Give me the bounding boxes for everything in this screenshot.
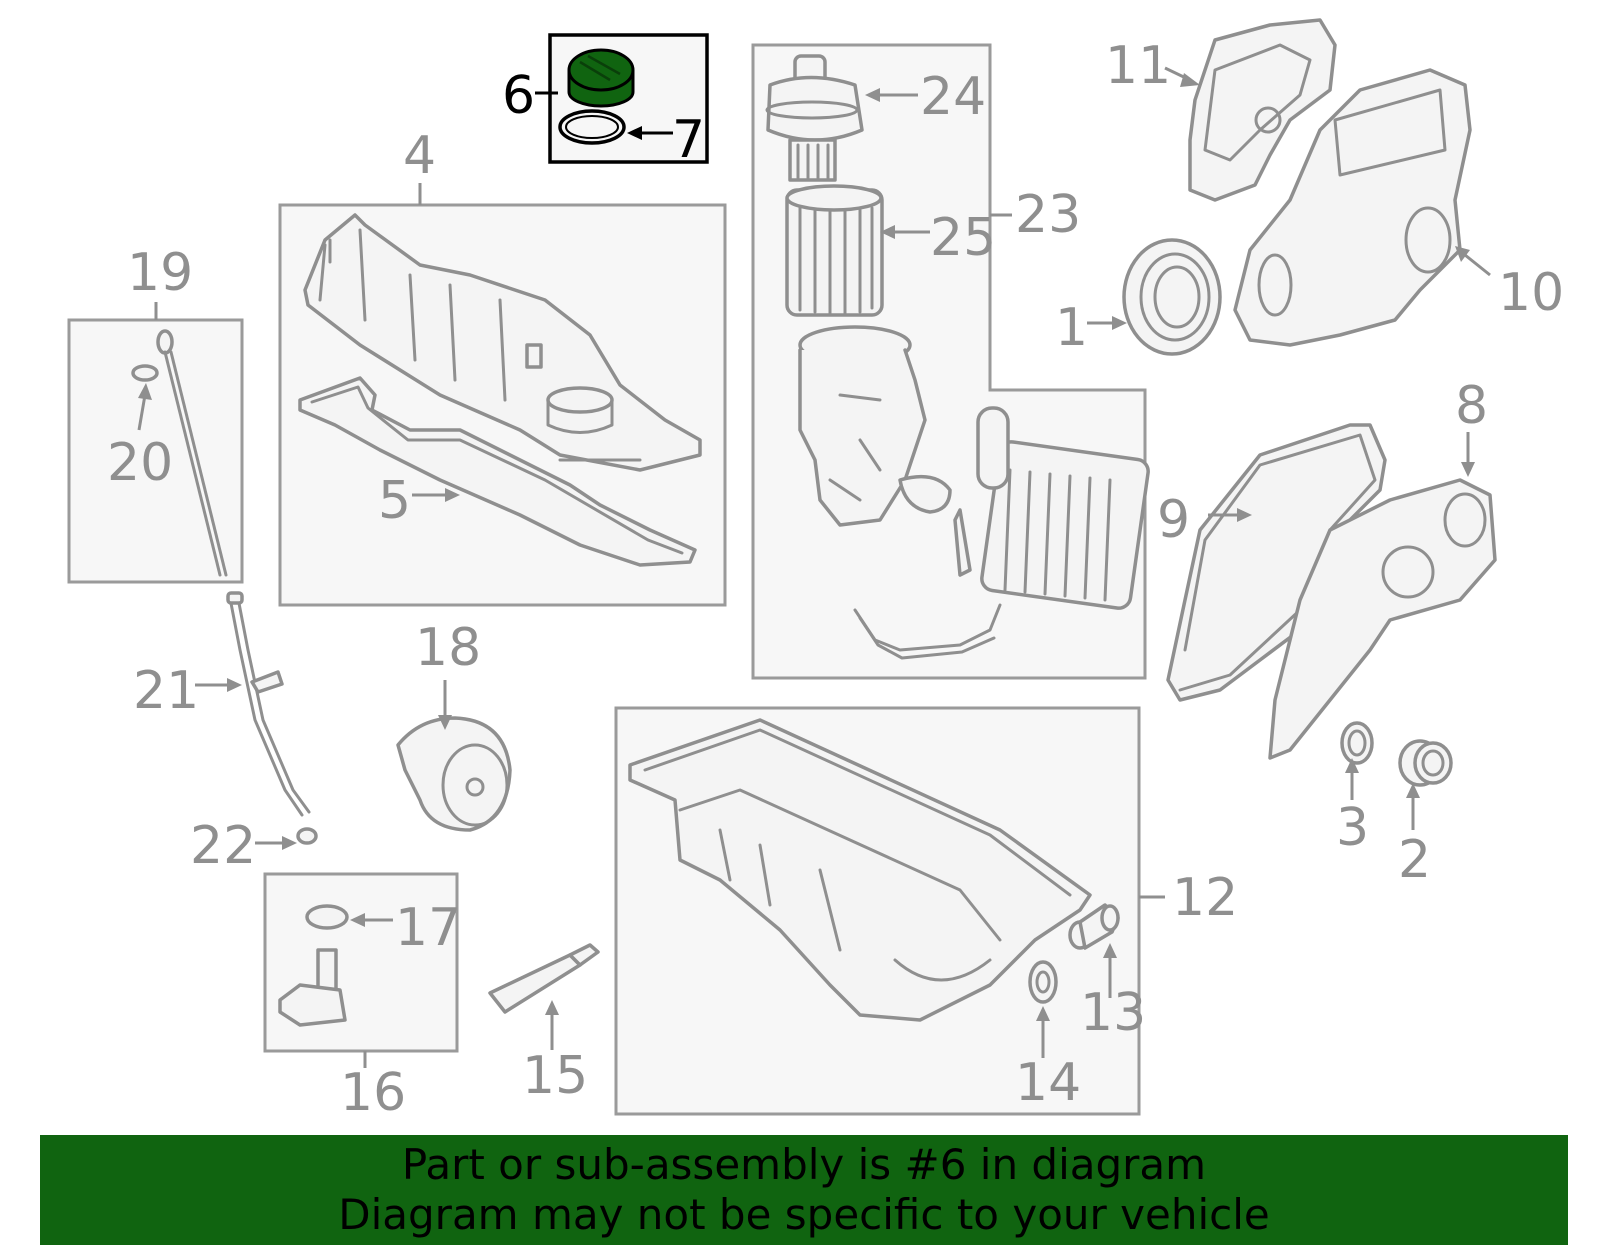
valve-cover-gasket-part[interactable] — [298, 376, 697, 567]
callout-12: 12 — [1172, 868, 1238, 928]
front-cover-part[interactable] — [1268, 478, 1497, 760]
callout-16: 16 — [340, 1063, 406, 1123]
callout-10: 10 — [1498, 263, 1564, 323]
oil-pan-part[interactable] — [628, 718, 1092, 1022]
callout-6: 6 — [502, 66, 535, 126]
valve-cover-part[interactable] — [303, 213, 702, 472]
banner-line-2: Diagram may not be specific to your vehi… — [338, 1190, 1270, 1239]
drain-washer-part[interactable] — [1028, 960, 1058, 1004]
callout-21: 21 — [133, 661, 199, 721]
oil-filter-housing-cap-part[interactable] — [765, 54, 864, 182]
callout-25: 25 — [930, 208, 996, 268]
cap-o-ring-part[interactable] — [558, 109, 626, 145]
callout-11: 11 — [1105, 36, 1171, 96]
callout-7: 7 — [672, 110, 705, 170]
oil-filter-housing-part[interactable] — [798, 325, 1150, 660]
callout-1: 1 — [1055, 298, 1088, 358]
sealant-tube-part[interactable] — [488, 943, 600, 1014]
oil-level-sensor-part[interactable] — [278, 948, 347, 1027]
info-banner: Part or sub-assembly is #6 in diagram Di… — [40, 1135, 1568, 1245]
banner-line-1: Part or sub-assembly is #6 in diagram — [401, 1140, 1207, 1189]
callout-24: 24 — [920, 67, 986, 127]
seal-ring-part[interactable] — [1340, 721, 1374, 765]
oil-filler-cap-part[interactable] — [567, 48, 635, 108]
callout-4: 4 — [403, 126, 436, 186]
callout-5: 5 — [378, 471, 411, 531]
callout-13: 13 — [1080, 983, 1146, 1043]
callout-22: 22 — [190, 816, 256, 876]
callout-18: 18 — [415, 618, 481, 678]
callout-17: 17 — [395, 898, 461, 958]
dipstick-o-ring-part[interactable] — [131, 364, 159, 382]
drain-plug-part[interactable] — [1068, 903, 1120, 950]
oil-dipstick-part[interactable] — [156, 329, 228, 577]
callout-23: 23 — [1015, 185, 1081, 245]
oil-filter-element-part[interactable] — [785, 184, 884, 317]
timing-cover-part[interactable] — [1233, 68, 1472, 347]
callout-8: 8 — [1455, 376, 1488, 436]
box-dipstick-group — [67, 318, 244, 584]
timing-cover-gasket-part[interactable] — [1188, 18, 1337, 202]
callout-14: 14 — [1015, 1053, 1081, 1113]
callout-15: 15 — [522, 1046, 588, 1106]
plug-part[interactable] — [1398, 739, 1453, 787]
callout-19: 19 — [127, 243, 193, 303]
callout-3: 3 — [1336, 798, 1369, 858]
tube-o-ring-part[interactable] — [296, 827, 318, 845]
dipstick-tube-part[interactable] — [226, 591, 311, 817]
vacuum-pump-part[interactable] — [396, 716, 512, 832]
callout-9: 9 — [1157, 490, 1190, 550]
callout-20: 20 — [107, 433, 173, 493]
sensor-o-ring-part[interactable] — [305, 904, 349, 930]
crankshaft-seal-part[interactable] — [1122, 238, 1222, 356]
callout-2: 2 — [1398, 830, 1431, 890]
